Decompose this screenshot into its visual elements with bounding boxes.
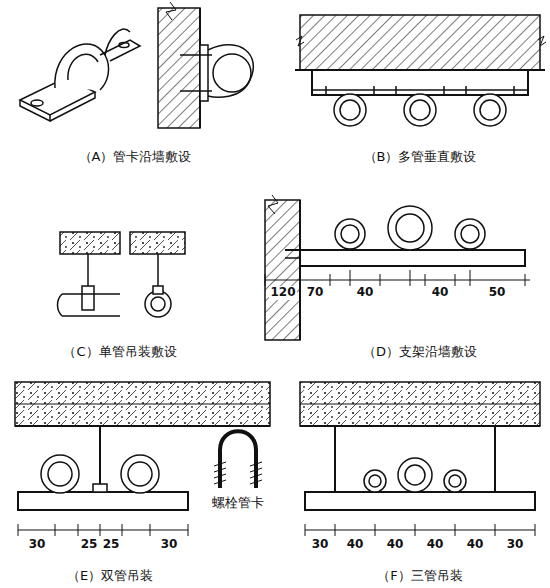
panel-caption: （E）双管吊装 (66, 569, 154, 584)
dimension-number: 40 (426, 538, 445, 552)
panel-caption: （C）单管吊装敷设 (62, 345, 177, 360)
dimension-number: 40 (431, 286, 450, 300)
dimension-number: 40 (346, 538, 365, 552)
dimension-number: 40 (466, 538, 485, 552)
dimension-number: 25 (102, 538, 121, 552)
part-name: 螺栓管卡 (211, 496, 265, 511)
dimension-number: 25 (80, 538, 99, 552)
dimension-number: 40 (386, 538, 405, 552)
panel-caption: （D）支架沿墙敷设 (362, 345, 478, 360)
dimension-number: 30 (311, 538, 330, 552)
dimension-number: 30 (28, 538, 47, 552)
dimension-number: 30 (160, 538, 179, 552)
dimension-number: 120 (269, 286, 296, 300)
dimension-number: 50 (488, 286, 507, 300)
panel-caption: （A）管卡沿墙敷设 (78, 150, 193, 165)
dimension-number: 70 (306, 286, 325, 300)
panel-caption: （F）三管吊装 (376, 569, 463, 584)
panel-caption: （B）多管垂直敷设 (363, 150, 478, 165)
dimension-number: 40 (356, 286, 375, 300)
dimension-number: 30 (506, 538, 525, 552)
